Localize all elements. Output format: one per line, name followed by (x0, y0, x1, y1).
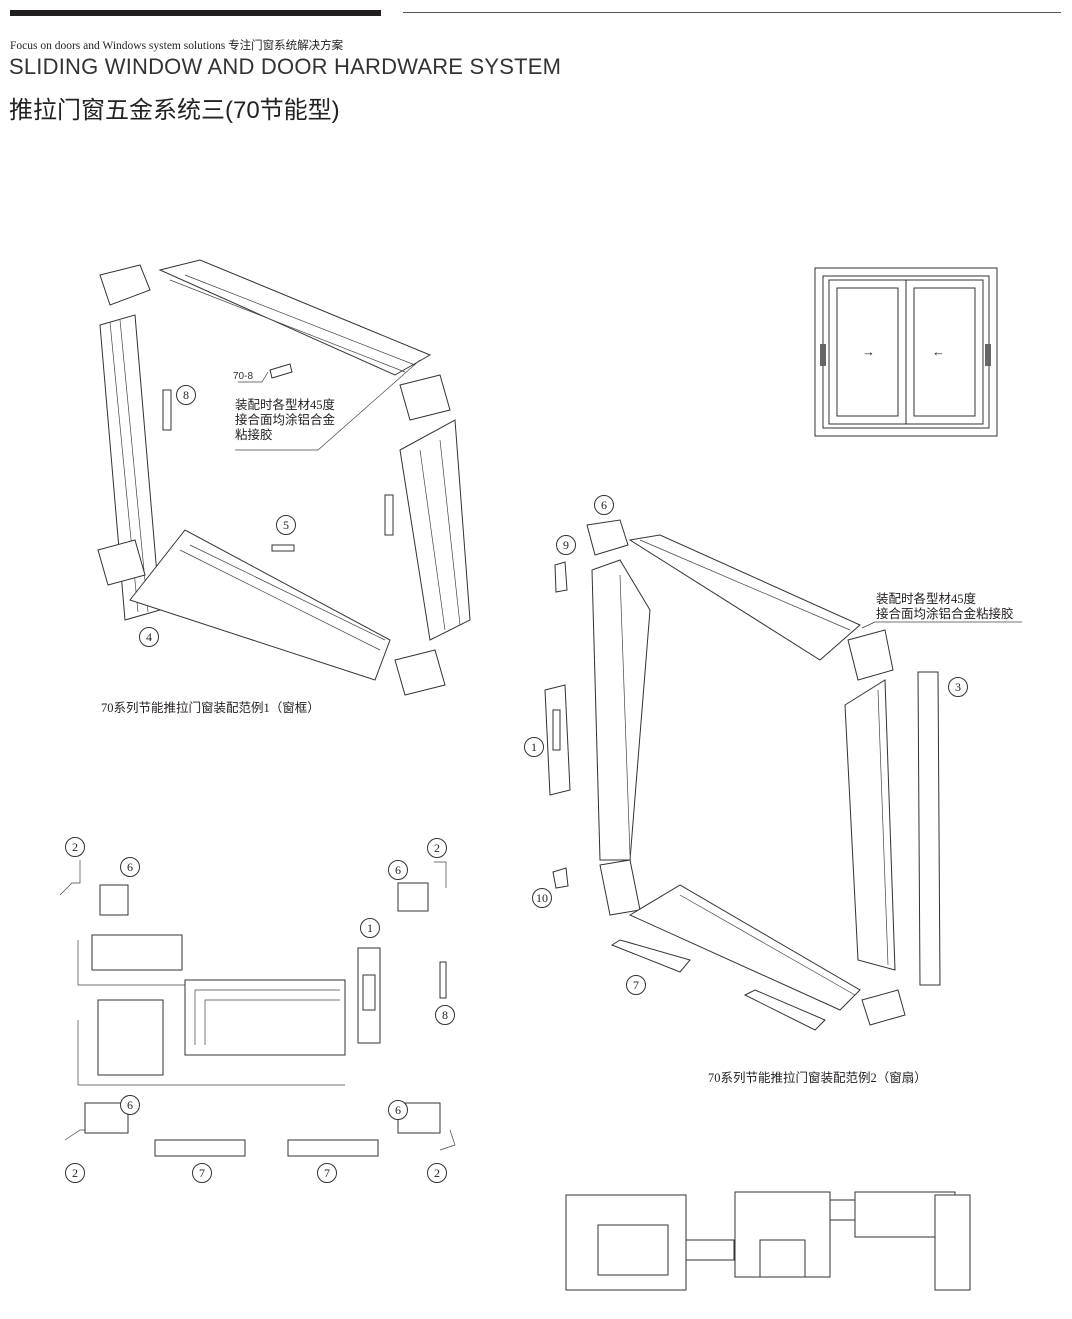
part-code-label: 70-8 (233, 371, 254, 382)
callout-number: 9 (556, 535, 576, 555)
tagline: Focus on doors and Windows system soluti… (10, 40, 344, 52)
header-bar (10, 10, 381, 16)
callout-number: 8 (435, 1005, 455, 1025)
callout-number: 6 (120, 1095, 140, 1115)
note-line: 粘接胶 (235, 428, 273, 442)
page-title-en: SLIDING WINDOW AND DOOR HARDWARE SYSTEM (9, 54, 562, 79)
note-line: 装配时各型材45度 (876, 592, 977, 606)
callout-number: 6 (120, 857, 140, 877)
callout-number: 7 (317, 1163, 337, 1183)
callout-number: 6 (388, 860, 408, 880)
callout-number: 10 (532, 888, 552, 908)
callout-number: 5 (276, 515, 296, 535)
sash-example-caption: 70系列节能推拉门窗装配范例2（窗扇） (708, 1071, 927, 1085)
arrow-right-icon: → (862, 344, 875, 359)
hardware-detail-drawing (59, 860, 456, 1157)
page-title-cn: 推拉门窗五金系统三(70节能型) (9, 97, 340, 124)
callout-number: 3 (948, 677, 968, 697)
arrow-left-icon: ← (932, 344, 945, 359)
callout-number: 2 (65, 1163, 85, 1183)
frame-assembly-note: 装配时各型材45度 接合面均涂铝合金 粘接胶 (235, 398, 335, 443)
sash-assembly-note: 装配时各型材45度 接合面均涂铝合金粘接胶 (876, 592, 1014, 622)
callout-number: 7 (626, 975, 646, 995)
header-rule (403, 12, 1061, 13)
sash-assembly-drawing (544, 519, 1022, 1031)
callout-number: 2 (427, 838, 447, 858)
callout-number: 4 (139, 627, 159, 647)
callout-number: 2 (65, 837, 85, 857)
frame-example-caption: 70系列节能推拉门窗装配范例1（窗框） (101, 701, 320, 715)
profile-cross-section-drawing (565, 1191, 971, 1291)
note-line: 接合面均涂铝合金 (235, 413, 336, 427)
callout-number: 1 (524, 737, 544, 757)
callout-number: 7 (192, 1163, 212, 1183)
frame-assembly-drawing (97, 259, 471, 696)
window-elevation-drawing (814, 267, 998, 437)
callout-number: 2 (427, 1163, 447, 1183)
note-line: 接合面均涂铝合金粘接胶 (876, 607, 1014, 621)
note-line: 装配时各型材45度 (235, 398, 336, 412)
callout-number: 6 (388, 1100, 408, 1120)
callout-number: 6 (594, 495, 614, 515)
callout-number: 8 (176, 385, 196, 405)
callout-number: 1 (360, 918, 380, 938)
